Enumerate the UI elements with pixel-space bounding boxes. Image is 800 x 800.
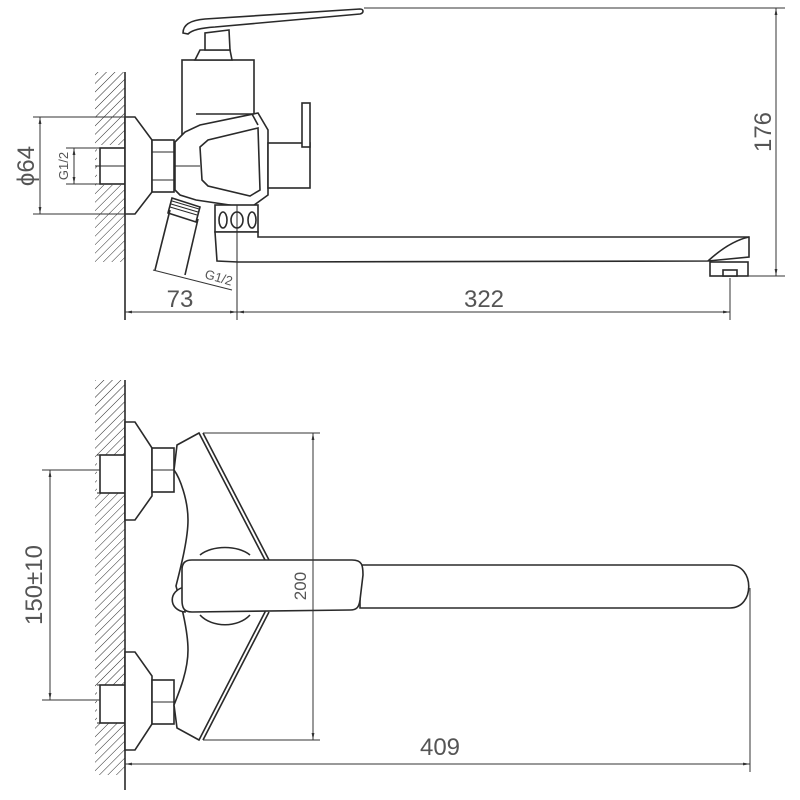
spout-tip-bevel [707, 236, 750, 262]
wall-hatch-bottom [95, 380, 126, 790]
swivel-ring-upper [199, 546, 251, 556]
body-face-inner [199, 126, 261, 197]
shower-outlet [154, 196, 201, 276]
body-edge-lower [202, 611, 270, 741]
connector-nut [151, 139, 175, 193]
dim-total-height [364, 7, 785, 277]
label-total-height: 176 [750, 112, 777, 152]
inlet-pipe [95, 147, 135, 185]
dim-spout-reach [237, 278, 731, 320]
lower-inlet [97, 651, 175, 751]
lever-handle-top [181, 559, 364, 613]
wall-hatch-top [95, 72, 126, 320]
dim-inlet-thread [66, 147, 100, 185]
diverter-knob [267, 102, 311, 189]
label-inlet-spacing: 150±10 [21, 545, 48, 625]
spout [214, 231, 750, 263]
body-top-chamfer [196, 113, 259, 126]
dim-inlet-spacing [42, 469, 100, 701]
top-view: 150±10 200 409 [21, 380, 751, 790]
label-body-width: 200 [291, 572, 310, 600]
dim-total-projection [125, 588, 751, 772]
label-flange-diameter: ϕ64 [13, 146, 40, 186]
side-view: ϕ64 G1/2 G1/2 73 322 176 [13, 7, 785, 320]
dim-flange-diameter [33, 116, 127, 215]
dim-body-width [203, 432, 320, 741]
dim-outlet-thread-line [152, 269, 233, 291]
label-outlet-thread: G1/2 [203, 266, 234, 288]
escutcheon-flange [124, 116, 153, 215]
cartridge-cap [193, 49, 233, 61]
swivel-ring-lower [199, 614, 251, 626]
label-inlet-thread: G1/2 [56, 152, 71, 180]
lever-stem [204, 29, 231, 51]
label-total-projection: 409 [420, 734, 460, 761]
body-edge-upper [202, 432, 270, 561]
lever-handle [182, 8, 364, 35]
label-spout-reach: 322 [464, 286, 504, 313]
mixer-body [174, 112, 269, 209]
spout-top [359, 564, 750, 609]
label-wall-to-spout: 73 [167, 286, 194, 313]
